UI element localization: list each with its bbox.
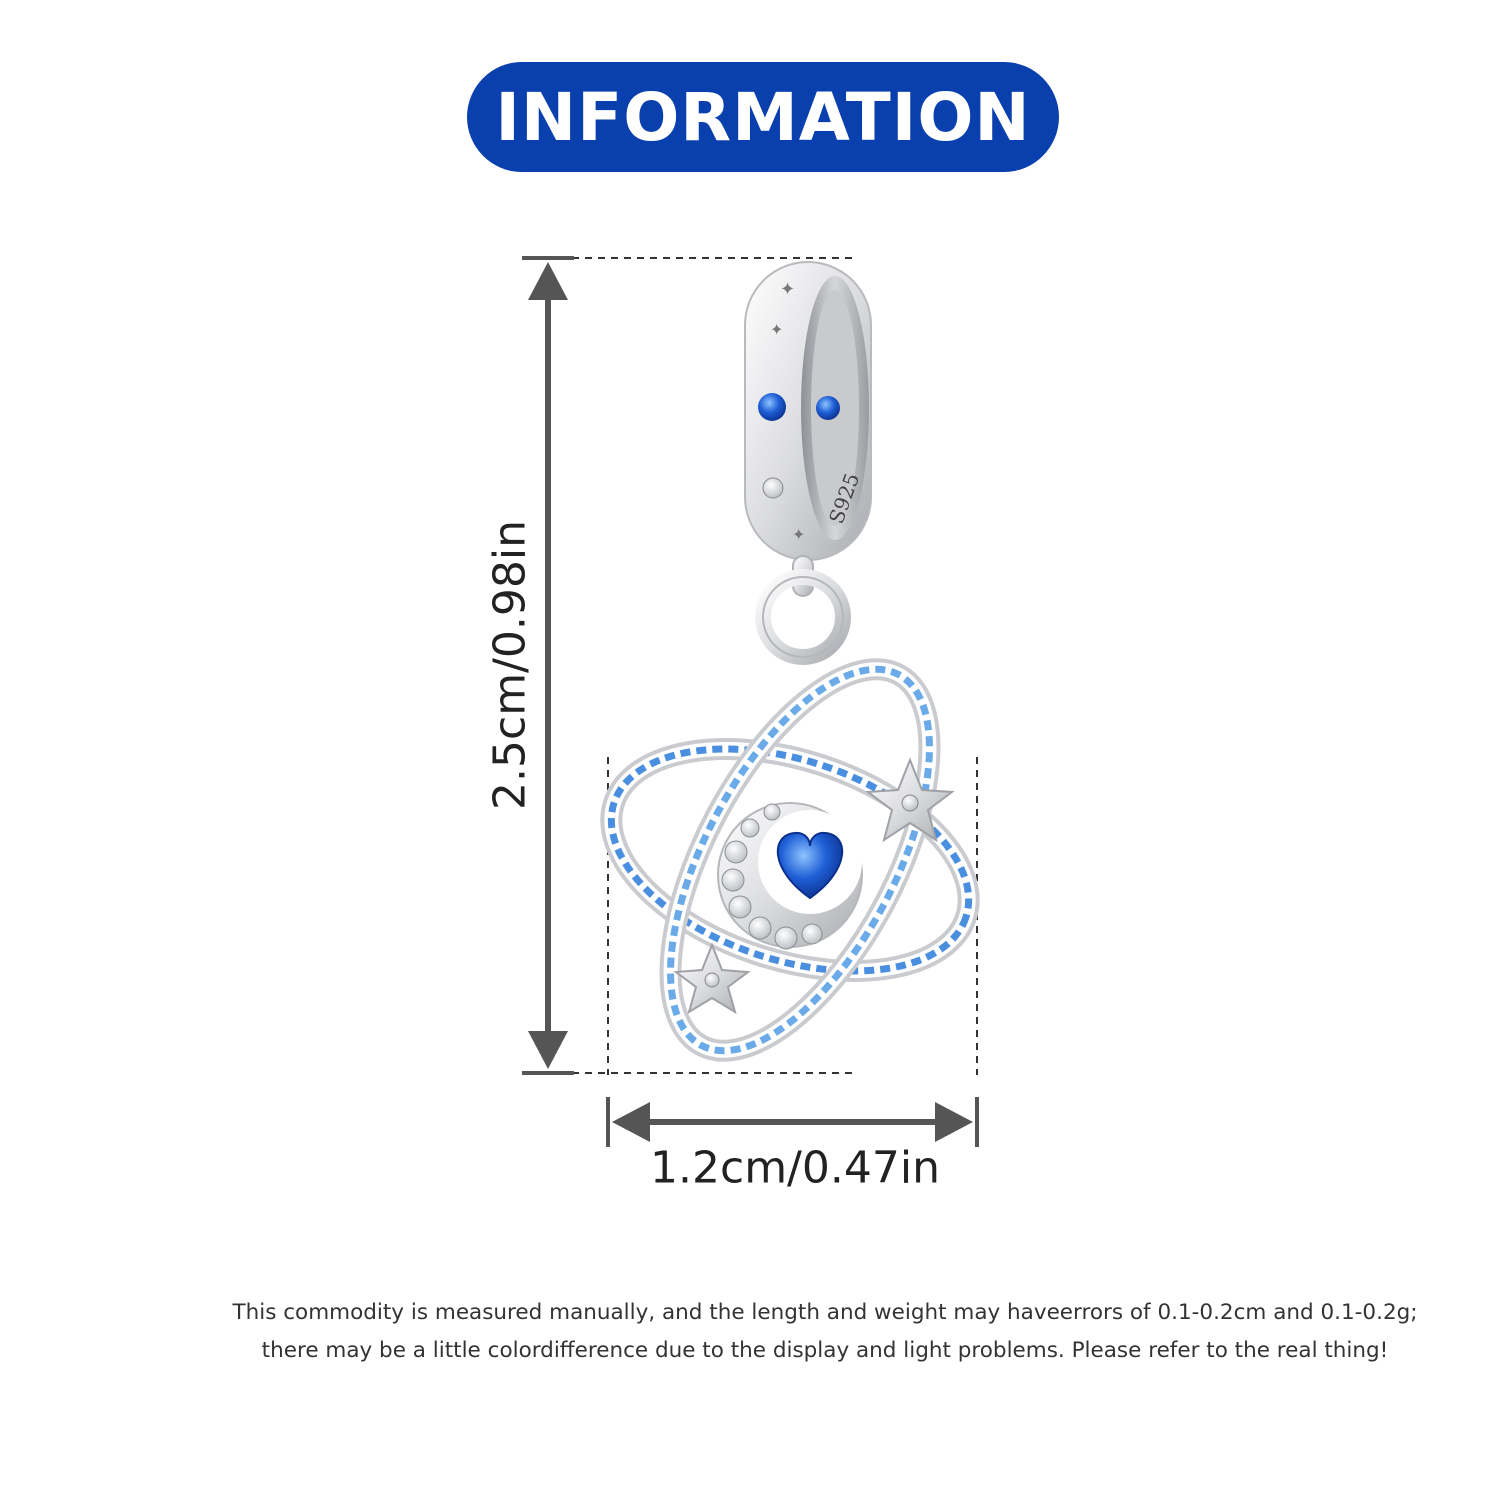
disclaimer-line-2: there may be a little colordifference du… [261,1338,1389,1363]
star-icon [673,757,955,1015]
disclaimer-note: This commodity is measured manually, and… [150,1294,1500,1370]
information-banner: INFORMATION [467,62,1059,172]
width-dimension-label: 1.2cm/0.47in [650,1142,940,1194]
svg-text:✦: ✦ [770,320,783,339]
svg-text:✦: ✦ [780,279,795,300]
connector [755,555,851,665]
width-arrow-icon [606,1097,979,1147]
orbit-rings [600,658,980,1062]
disclaimer-line-1: This commodity is measured manually, and… [232,1300,1418,1325]
blue-star-gem-icon [758,393,786,421]
height-dimension-label: 2.5cm/0.98in [484,520,536,810]
bail-ring: ✦ ✦ ✦ [744,261,872,561]
blue-heart-gem-icon [776,831,844,900]
height-arrow-icon [522,256,574,1075]
page-title: INFORMATION [495,78,1031,156]
svg-text:✦: ✦ [792,525,805,544]
